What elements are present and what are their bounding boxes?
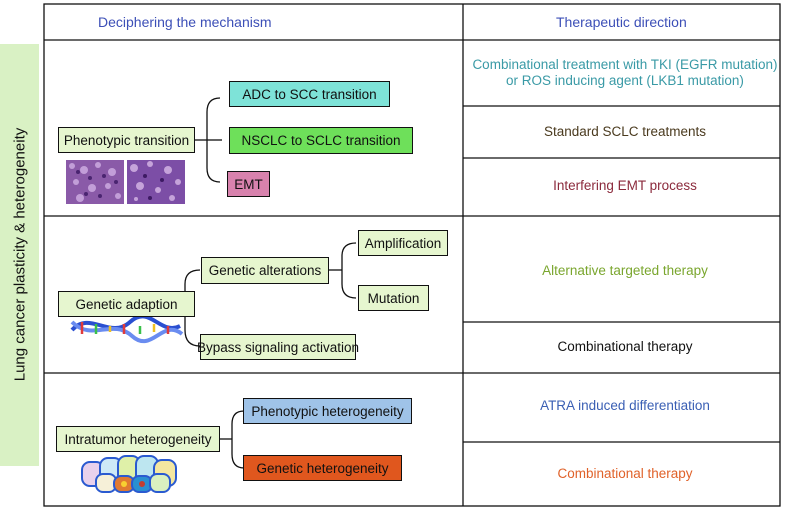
box-nsclc-sclc: NSCLC to SCLC transition <box>229 127 413 154</box>
box-bypass-signaling: Bypass signaling activation <box>197 334 359 360</box>
box-genetic-alterations: Genetic alterations <box>201 257 329 284</box>
dna-helix-icon <box>70 314 184 344</box>
box-amplification: Amplification <box>358 230 448 256</box>
therapy-combinational-1: Combinational therapy <box>557 339 693 354</box>
therapy-tki-ros: Combinational treatment with TKI (EGFR m… <box>472 57 778 88</box>
header-mechanism: Deciphering the mechanism <box>98 14 272 30</box>
box-phenotypic-transition: Phenotypic transition <box>58 127 195 153</box>
box-adc-scc: ADC to SCC transition <box>229 81 390 107</box>
therapy-interfering-emt: Interfering EMT process <box>553 178 697 193</box>
box-mutation: Mutation <box>358 285 429 311</box>
box-intratumor-heterogeneity: Intratumor heterogeneity <box>56 426 220 452</box>
therapy-alternative-targeted: Alternative targeted therapy <box>542 263 708 278</box>
therapy-combinational-2: Combinational therapy <box>557 466 693 481</box>
box-phenotypic-heterogeneity: Phenotypic heterogeneity <box>243 398 412 424</box>
box-genetic-adaption: Genetic adaption <box>58 291 195 317</box>
therapy-atra: ATRA induced differentiation <box>540 398 710 413</box>
cell-cluster-icon <box>81 455 177 493</box>
bracket-3 <box>231 410 245 469</box>
box-emt: EMT <box>227 171 270 197</box>
bracket-2b <box>341 242 357 299</box>
therapy-standard-sclc: Standard SCLC treatments <box>543 124 707 139</box>
box-genetic-heterogeneity: Genetic heterogeneity <box>243 455 402 481</box>
table-frame <box>43 3 781 507</box>
histology-image-left <box>66 160 124 204</box>
header-therapy: Therapeutic direction <box>556 14 687 30</box>
histology-image-right <box>127 160 185 204</box>
side-band <box>0 44 39 466</box>
